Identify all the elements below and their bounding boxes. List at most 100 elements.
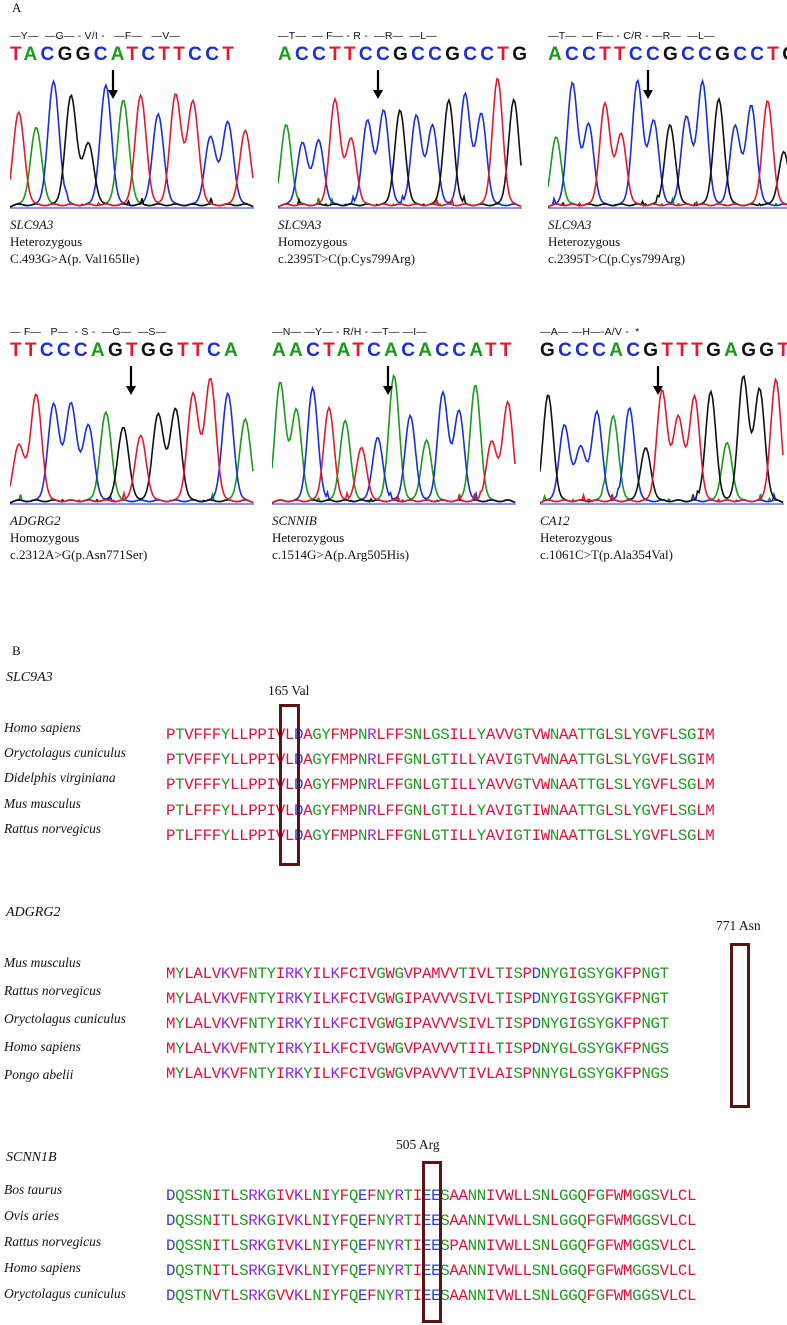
base-letter: G	[75, 44, 94, 65]
residue-letter: L	[668, 1212, 678, 1230]
residue-letter: N	[248, 990, 258, 1008]
residue-letter: F	[586, 1262, 596, 1280]
base-letter: A	[23, 44, 41, 65]
base-letter: T	[24, 340, 40, 361]
residue-letter: V	[449, 1040, 459, 1058]
residue-letter: D	[166, 1237, 176, 1255]
residue-letter: L	[239, 776, 249, 794]
residue-letter: G	[376, 1065, 386, 1083]
residue-letter: N	[312, 1187, 322, 1205]
residue-letter: W	[504, 1212, 514, 1230]
residue-letter: S	[458, 990, 468, 1008]
residue-letter: Q	[175, 1187, 185, 1205]
residue-letter: Y	[303, 1040, 313, 1058]
residue-letter: K	[613, 1015, 624, 1033]
residue-letter: T	[495, 990, 505, 1008]
residue-letter: V	[229, 965, 240, 983]
amino-acid-line: —Y— —G— - V/I - —F— —V—	[10, 30, 181, 42]
residue-letter: F	[339, 990, 349, 1008]
residue-letter: T	[577, 776, 587, 794]
amino-acid-line: —A— —H—-A/V - *	[540, 326, 640, 338]
residue-letter: L	[513, 1287, 523, 1305]
residue-letter: L	[549, 1237, 560, 1255]
residue-letter: F	[211, 776, 221, 794]
residue-letter: L	[668, 802, 678, 820]
residue-letter: L	[549, 1262, 560, 1280]
residue-letter: A	[193, 1015, 203, 1033]
trace-c	[548, 78, 787, 208]
residue-letter: E	[431, 1262, 441, 1280]
residue-letter: G	[394, 1015, 404, 1033]
residue-letter: F	[211, 751, 221, 769]
residue-letter: L	[239, 751, 249, 769]
residue-letter: G	[394, 990, 404, 1008]
residue-letter: L	[485, 965, 496, 983]
residue-letter: S	[440, 1262, 450, 1280]
residue-letter: I	[568, 1015, 578, 1033]
residue-letter: T	[257, 1065, 267, 1083]
residue-letter: I	[275, 1187, 285, 1205]
residue-letter: L	[623, 827, 633, 845]
residue-letter: M	[339, 751, 349, 769]
residue-letter: S	[613, 802, 624, 820]
residue-letter: F	[623, 1015, 633, 1033]
residue-letter: F	[367, 1287, 377, 1305]
base-letter: C	[312, 44, 330, 65]
base-letter: C	[575, 340, 593, 361]
residue-letter: A	[458, 1287, 468, 1305]
residue-letter: L	[668, 827, 678, 845]
residue-letter: W	[613, 1262, 624, 1280]
residue-letter: P	[412, 990, 422, 1008]
residue-letter: A	[559, 726, 569, 744]
residue-letter: L	[229, 1287, 240, 1305]
residue-letter: L	[513, 1262, 523, 1280]
residue-letter: G	[687, 726, 697, 744]
residue-letter: V	[476, 1015, 486, 1033]
residue-letter: K	[293, 1237, 304, 1255]
residue-letter: G	[403, 802, 413, 820]
base-letter: C	[582, 44, 600, 65]
residue-letter: V	[495, 827, 505, 845]
residue-letter: V	[659, 1187, 669, 1205]
base-letter: T	[177, 340, 193, 361]
residue-letter: L	[184, 827, 194, 845]
residue-letter: I	[312, 1040, 322, 1058]
residue-letter: Y	[385, 1237, 395, 1255]
residue-letter: L	[522, 1237, 532, 1255]
residue-letter: Q	[175, 1212, 185, 1230]
residue-letter: F	[394, 751, 404, 769]
base-letter: C	[435, 340, 453, 361]
residue-letter: A	[193, 1040, 203, 1058]
residue-letter: Y	[632, 802, 642, 820]
residue-letter: S	[677, 776, 688, 794]
base-letter: C	[750, 44, 768, 65]
residue-letter: N	[641, 1015, 651, 1033]
alignment-row: DQSTNITLSRKGIVKLNIYFQEFNYRTIEESAANNIVWLL…	[166, 1261, 697, 1281]
residue-letter: V	[184, 726, 194, 744]
residue-letter: I	[357, 1040, 368, 1058]
residue-letter: T	[577, 827, 587, 845]
residue-letter: Y	[175, 1040, 185, 1058]
residue-letter: L	[668, 1187, 678, 1205]
residue-letter: S	[440, 1212, 450, 1230]
residue-letter: R	[248, 1237, 258, 1255]
residue-letter: F	[586, 1237, 596, 1255]
residue-letter: N	[549, 776, 560, 794]
residue-letter: T	[522, 827, 532, 845]
residue-letter: G	[559, 1187, 569, 1205]
residue-letter: M	[166, 990, 176, 1008]
residue-letter: K	[220, 965, 230, 983]
residue-letter: L	[202, 990, 212, 1008]
residue-letter: G	[266, 1287, 276, 1305]
mutation: C.493G>A(p. Val165Ile)	[10, 251, 140, 266]
residue-letter: I	[467, 1065, 477, 1083]
residue-letter: G	[595, 776, 605, 794]
residue-letter: V	[211, 1015, 221, 1033]
residue-letter: A	[568, 726, 578, 744]
variant-highlight-box	[730, 943, 750, 1108]
chromatogram-panel: —Y— —G— - V/I - —F— —V— TACGGCATCTTCCT S…	[10, 30, 254, 267]
residue-letter: Y	[632, 726, 642, 744]
residue-letter: G	[604, 1015, 614, 1033]
residue-letter: K	[330, 1040, 340, 1058]
residue-letter: N	[540, 990, 550, 1008]
